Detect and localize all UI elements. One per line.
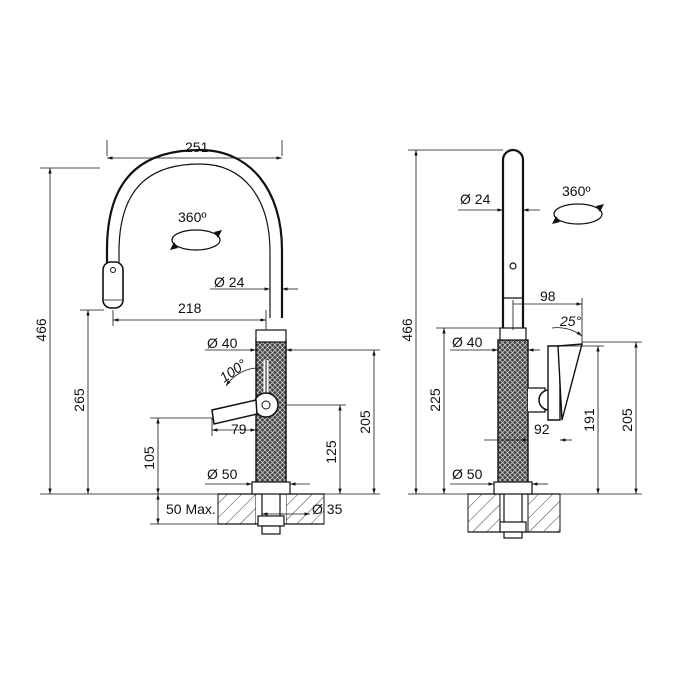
dim-body-diameter: Ø 40 [207, 335, 238, 351]
dim-right-height-body: 225 [427, 388, 443, 412]
left-shank [257, 485, 285, 535]
right-shank [499, 487, 527, 539]
rotation-icon [170, 229, 222, 251]
dim-height-handle: 105 [141, 446, 157, 470]
left-spray-head [102, 261, 124, 309]
dim-right-rotation: 360º [562, 183, 590, 199]
dim-spout-diameter: Ø 24 [214, 274, 245, 290]
dim-rotation: 360º [178, 209, 206, 225]
dim-right-height-total: 466 [399, 318, 415, 342]
dim-251: 251 [185, 139, 209, 155]
dim-right-handle-depth: 92 [534, 421, 550, 437]
dim-handle-angle: 100° [217, 356, 250, 386]
dim-height-body: 205 [357, 410, 373, 434]
right-lever [528, 343, 583, 421]
left-lever [211, 360, 279, 425]
dim-right-height-lever: 191 [581, 408, 597, 432]
dim-reach: 218 [178, 300, 202, 316]
right-rotation-icon [552, 203, 604, 225]
dim-height-lever: 125 [323, 440, 339, 464]
dim-handle-reach: 79 [231, 421, 247, 437]
dim-right-spout-diameter: Ø 24 [460, 191, 491, 207]
dim-base-diameter: Ø 50 [207, 466, 238, 482]
left-spout [105, 148, 284, 318]
right-view: 466 Ø 24 360º 98 25° Ø 40 225 92 [399, 148, 642, 539]
dim-height-total: 466 [33, 318, 49, 342]
right-countertop [467, 493, 561, 533]
right-spout [501, 148, 525, 328]
dim-right-base-diameter: Ø 50 [452, 466, 483, 482]
dim-right-height-top: 205 [619, 408, 635, 432]
dim-right-handle-offset: 98 [540, 288, 556, 304]
dim-hole-diameter: Ø 35 [312, 501, 343, 517]
dim-counter-max: 50 Max. [166, 501, 216, 517]
right-body [497, 339, 529, 489]
dim-height-outlet: 265 [71, 388, 87, 412]
dim-right-body-diameter: Ø 40 [452, 334, 483, 350]
left-view: 251 360º Ø 24 218 Ø 40 100° 79 466 [33, 139, 380, 535]
dim-right-handle-angle: 25° [559, 313, 582, 329]
